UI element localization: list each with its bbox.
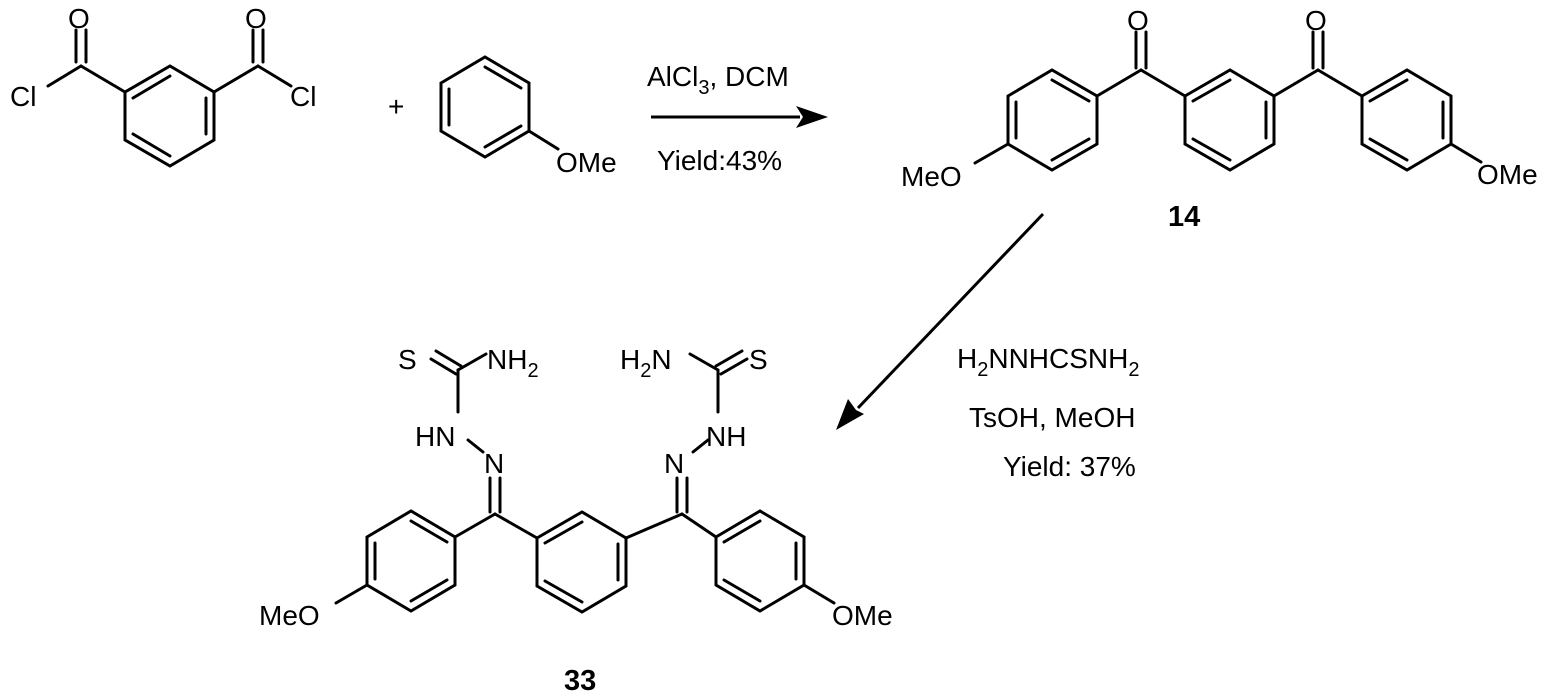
methoxy-group: OMe bbox=[556, 147, 617, 178]
isophthaloyl-chloride-structure: O O Cl Cl bbox=[10, 3, 316, 166]
step-2-yield: Yield: 37% bbox=[1003, 451, 1136, 482]
chlorine-atom-left: Cl bbox=[10, 81, 36, 112]
anisole-structure: OMe bbox=[441, 57, 617, 178]
reaction-arrow-step-1 bbox=[651, 106, 828, 128]
compound-14-oxygen-right: O bbox=[1305, 5, 1327, 36]
compound-14-structure: O O MeO OMe bbox=[901, 5, 1538, 192]
step-1-reagents: AlCl3, DCM bbox=[647, 61, 789, 99]
compound-33-structure: S NH2 HN N H2N S NH N MeO OMe bbox=[259, 344, 893, 631]
compound-33-sulfur-left: S bbox=[398, 344, 417, 375]
step-2-reagent: H2NNHCSNH2 bbox=[957, 343, 1139, 381]
compound-33-amine-right: H2N bbox=[620, 344, 672, 382]
compound-14-label: 14 bbox=[1168, 201, 1200, 233]
compound-33-label: 33 bbox=[564, 665, 596, 697]
reaction-arrow-step-2 bbox=[836, 214, 1043, 430]
compound-33-methoxy-left: MeO bbox=[259, 600, 320, 631]
compound-33-amine-left: NH2 bbox=[487, 344, 539, 382]
compound-14-oxygen-left: O bbox=[1127, 5, 1149, 36]
compound-33-imine-nitrogen-right: N bbox=[664, 448, 684, 479]
chlorine-atom-right: Cl bbox=[290, 81, 316, 112]
oxygen-atom-left: O bbox=[68, 3, 90, 34]
oxygen-atom-right: O bbox=[245, 3, 267, 34]
step-2-conditions: TsOH, MeOH bbox=[969, 402, 1135, 433]
compound-14-methoxy-left: MeO bbox=[901, 161, 962, 192]
step-1-yield: Yield:43% bbox=[657, 145, 782, 176]
plus-sign: + bbox=[388, 91, 404, 122]
compound-33-imine-nitrogen-left: N bbox=[484, 448, 504, 479]
compound-33-sulfur-right: S bbox=[749, 344, 768, 375]
compound-33-hydrazine-left: HN bbox=[415, 421, 455, 452]
compound-14-methoxy-right: OMe bbox=[1477, 159, 1538, 190]
compound-33-hydrazine-right: NH bbox=[706, 421, 746, 452]
compound-33-methoxy-right: OMe bbox=[832, 600, 893, 631]
